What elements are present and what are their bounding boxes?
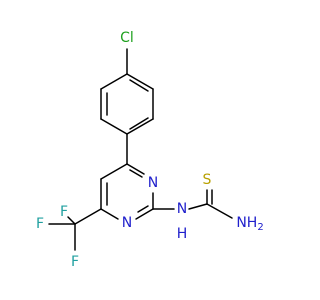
bond [129,169,143,178]
ring-nitrogen-top-label: N [148,175,158,191]
amino-group-label: NH2 [236,215,263,233]
bond [137,205,149,213]
bond [126,73,154,90]
amine-nitrogen-label: N [177,201,187,217]
bond [100,208,119,220]
amino-nh-text: NH [236,215,257,231]
chlorine-label: Cl [120,30,134,46]
bond [74,208,102,225]
amino-subscript: 2 [257,222,263,233]
bond [129,117,149,130]
bond [126,163,145,175]
bond [135,208,154,220]
bonds [48,48,233,251]
bond [100,73,128,90]
bond [100,163,128,180]
sulfur-label: S [203,172,212,188]
structure-diagram: Cl N N N H S NH2 F F F [36,30,264,270]
bond [67,216,76,225]
bond [126,118,154,135]
ring-nitrogen-bottom-label: N [122,215,132,231]
fluorine-bottom-label: F [71,254,79,270]
fluorine-left-label: F [36,216,44,232]
bond [129,79,149,92]
bond [188,203,208,210]
bond [100,118,128,135]
bond [206,203,233,219]
fluorine-right-label: F [60,204,68,220]
atom-labels: Cl N N N H S NH2 F F F [36,30,264,270]
amine-hydrogen-label: H [177,226,188,242]
